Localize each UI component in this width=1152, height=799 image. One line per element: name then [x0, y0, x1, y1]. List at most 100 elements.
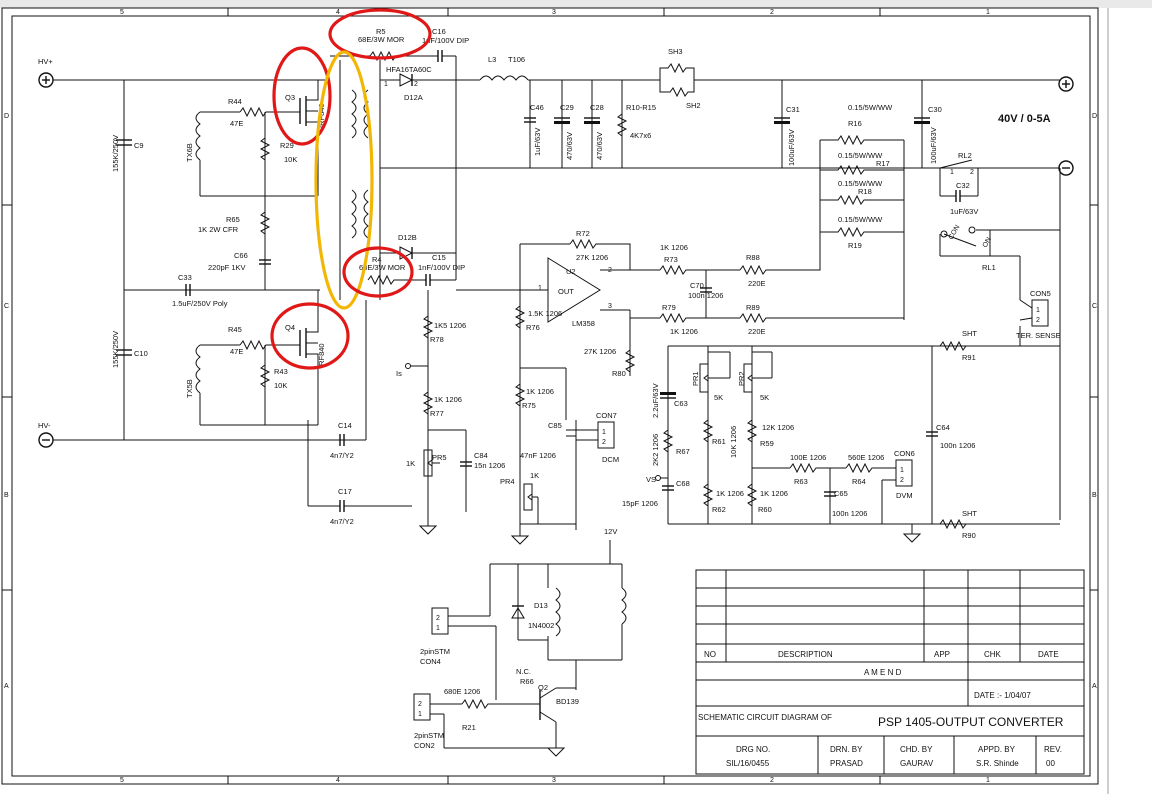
r72-value: 27K 1206	[576, 253, 608, 262]
pr2-label: PR2	[737, 371, 746, 386]
u2-pin1: 1	[538, 285, 542, 292]
con4-connector	[431, 607, 449, 635]
row-label-d: D	[4, 113, 9, 120]
r5-label: R5	[376, 27, 386, 36]
c84-value: 15n 1206	[474, 461, 505, 470]
c30-value: 100uF/63V	[929, 127, 938, 164]
c14-label: C14	[338, 421, 352, 430]
tb-appd-by-label: APPD. BY	[978, 745, 1016, 754]
q2-part: BD139	[556, 697, 579, 706]
tb-date-value: DATE :- 1/04/07	[974, 691, 1031, 700]
r75-value: 1K 1206	[526, 387, 554, 396]
ground-icon-1	[510, 535, 530, 545]
r64-label: R64	[852, 477, 866, 486]
con5-connector	[1031, 299, 1049, 327]
r90-label: R90	[962, 531, 976, 540]
highlight-r4	[342, 246, 414, 298]
pr2-value: 5K	[760, 393, 769, 402]
r66-label: R66	[520, 677, 534, 686]
con5-pin2: 2	[1036, 317, 1040, 324]
r61-label: R61	[712, 437, 726, 446]
con4-type: 2pinSTM	[420, 647, 450, 656]
viewer-right-margin	[1108, 8, 1152, 794]
svg-text:2: 2	[414, 81, 418, 88]
tb-amend: A M E N D	[864, 668, 902, 677]
d12a-label: D12A	[404, 93, 423, 102]
con4-pin2: 2	[436, 615, 440, 622]
rl2-pin2: 2	[970, 169, 974, 176]
c9-value: 155K/250V	[111, 135, 120, 172]
viewer-top-bar	[0, 0, 1152, 8]
out-minus-terminal-icon	[1058, 160, 1074, 176]
nc-label: N.C.	[516, 667, 531, 676]
pr1-value: 5K	[714, 393, 723, 402]
con2-pin2: 2	[418, 701, 422, 708]
row-label-a-right: A	[1092, 683, 1097, 690]
sh2-label: SH2	[686, 101, 701, 110]
r62-label: R62	[712, 505, 726, 514]
c70-value: 100n 1206	[688, 291, 723, 300]
r79-value: 1K 1206	[670, 327, 698, 336]
out-plus-terminal-icon	[1058, 76, 1074, 92]
r78-value: 1K5 1206	[434, 321, 466, 330]
r65-value: 1K 2W CFR	[198, 225, 239, 234]
r89-label: R89	[746, 303, 760, 312]
rl2-pin1: 1	[950, 169, 954, 176]
pr5-value: 1K	[406, 459, 415, 468]
col-label-1: 1	[986, 9, 990, 16]
row-label-b-right: B	[1092, 492, 1097, 499]
is-label: Is	[396, 369, 402, 378]
c68-value: 15pF 1206	[622, 499, 658, 508]
r77-label: R77	[430, 409, 444, 418]
c46-label: C46	[530, 103, 544, 112]
d12b-label: D12B	[398, 233, 417, 242]
pr4-label: PR4	[500, 477, 515, 486]
c14-value: 4n7/Y2	[330, 451, 354, 460]
c30-label: C30	[928, 105, 942, 114]
c10-label: C10	[134, 349, 148, 358]
con7-pin2: 2	[602, 439, 606, 446]
r80-value: 27K 1206	[584, 347, 616, 356]
r45-label: R45	[228, 325, 242, 334]
con6-pin2: 2	[900, 477, 904, 484]
r59-value: 12K 1206	[762, 423, 794, 432]
r72-label: R72	[576, 229, 590, 238]
r21-label: R21	[462, 723, 476, 732]
col-label-2-bottom: 2	[770, 777, 774, 784]
transformer-section: R5 68E/3W MOR C16 1nF/100V DIP HFA16TA60…	[307, 27, 1060, 526]
shunt-value-3: 0.15/5W/WW	[838, 179, 883, 188]
r88-label: R88	[746, 253, 760, 262]
col-label-3-bottom: 3	[552, 777, 556, 784]
c85-value: 47nF 1206	[520, 451, 556, 460]
row-label-a: A	[4, 683, 9, 690]
ground-icon-2	[418, 525, 438, 535]
r4-label: R4	[372, 255, 382, 264]
u2-part: LM358	[572, 319, 595, 328]
vs-label: VS	[646, 475, 656, 484]
row-label-c: C	[4, 303, 9, 310]
u2-label: U2	[566, 267, 576, 276]
r73-value: 1K 1206	[660, 243, 688, 252]
c28-value: 470/63V	[595, 132, 604, 160]
c65-label: C65	[834, 489, 848, 498]
c68-label: C68	[676, 479, 690, 488]
r16-label: R16	[848, 119, 862, 128]
row-label-c-right: C	[1092, 303, 1097, 310]
c33-value: 1.5uF/250V Poly	[172, 299, 228, 308]
r63-value: 100E 1206	[790, 453, 826, 462]
tb-drg-no-label: DRG NO.	[736, 745, 770, 754]
r89-value: 220E	[748, 327, 766, 336]
current-amp-section: OUT U2 LM358 1 2 3 R72 27K 1206 1K 1206 …	[396, 229, 904, 545]
tb-rev-label: REV.	[1044, 745, 1062, 754]
hv-minus-label: HV-	[38, 421, 51, 430]
col-label-2: 2	[770, 9, 774, 16]
c31-value: 100uF/63V	[787, 129, 796, 166]
output-rating: 40V / 0-5A	[998, 113, 1051, 125]
c46-value: 1uF/63V	[533, 128, 542, 156]
l3-label: L3	[488, 55, 496, 64]
c29-value: 470/63V	[565, 132, 574, 160]
c10-value: 155K/250V	[111, 331, 120, 368]
title-block: NO DESCRIPTION APP CHK DATE A M E N D DA…	[695, 569, 1085, 775]
